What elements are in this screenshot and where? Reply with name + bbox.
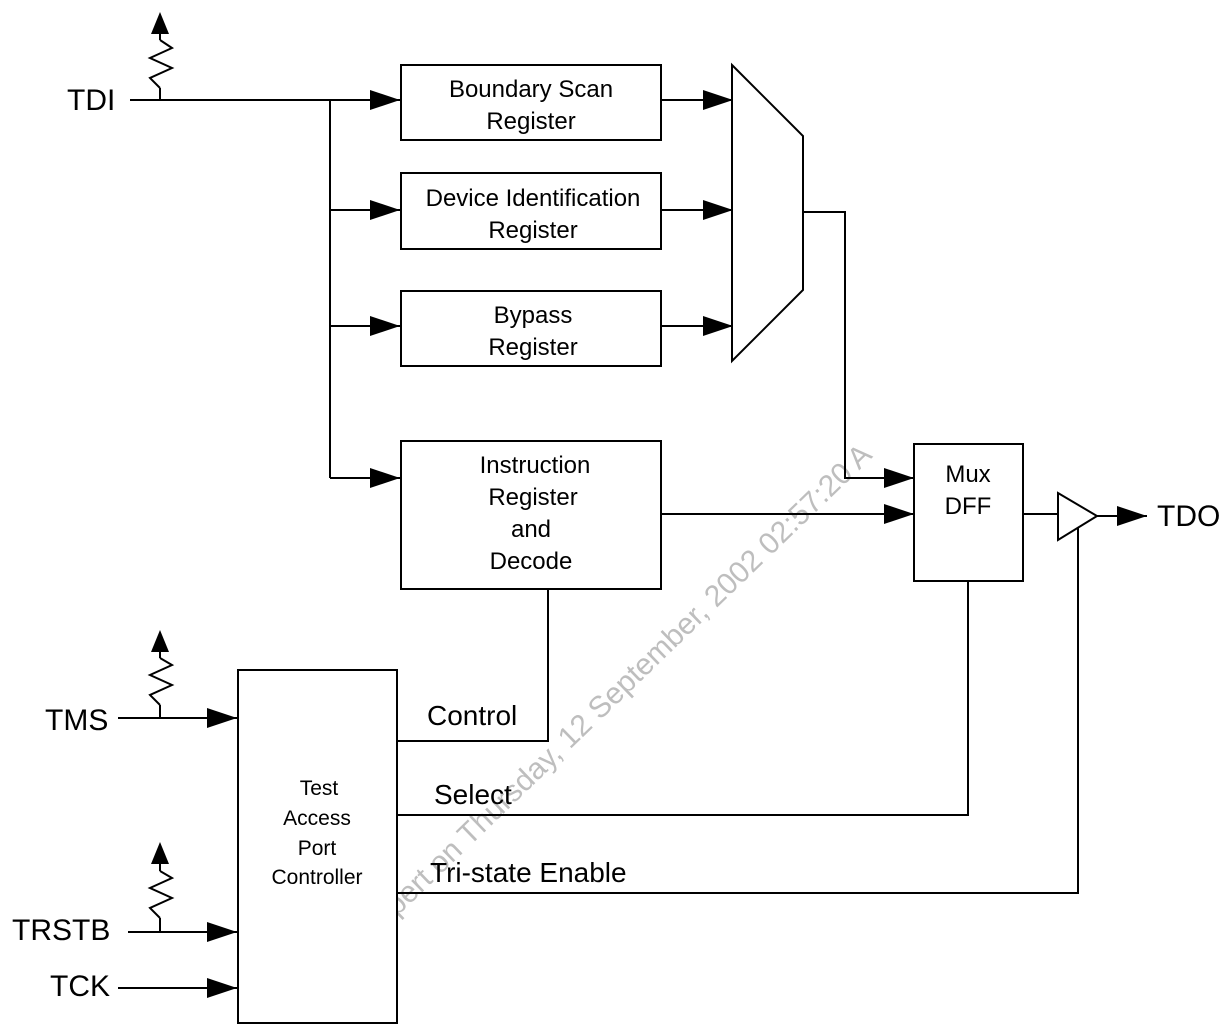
- boundary-scan-label-line2: Register: [486, 108, 575, 135]
- tristate-enable-label: Tri-state Enable: [430, 857, 627, 888]
- tap-controller: Test Access Port Controller: [237, 669, 398, 1024]
- mux-dff-label-line1: Mux: [945, 461, 990, 488]
- mux-dff: Mux DFF: [913, 443, 1024, 582]
- ir-label-line3: and: [511, 516, 551, 543]
- trstb-pullup-icon: [147, 842, 175, 932]
- ir-label-line4: Decode: [490, 548, 573, 575]
- tap-label-line2: Access: [283, 807, 351, 830]
- device-id-label-line2: Register: [488, 217, 577, 244]
- select-label: Select: [434, 779, 512, 810]
- bypass-label-line2: Register: [488, 334, 577, 361]
- mux-to-dff-wire: [803, 211, 914, 488]
- boundary-scan-label-line1: Boundary Scan: [449, 76, 613, 103]
- bypass-register: Bypass Register: [400, 290, 662, 367]
- bypass-label-line1: Bypass: [494, 302, 573, 329]
- ir-label-line1: Instruction: [480, 452, 591, 479]
- tristate-enable-wire: [397, 528, 1079, 894]
- device-id-label-line1: Device Identification: [426, 185, 641, 212]
- ir-label-line2: Register: [488, 484, 577, 511]
- trstb-label: TRSTB: [12, 914, 110, 947]
- tms-label: TMS: [45, 704, 108, 737]
- tdi-pullup-icon: [147, 12, 175, 100]
- tck-label: TCK: [50, 970, 110, 1003]
- control-label: Control: [427, 700, 517, 731]
- control-wire: [397, 589, 549, 742]
- device-identification-register: Device Identification Register: [400, 172, 662, 250]
- instruction-register: Instruction Register and Decode: [400, 440, 662, 590]
- tap-label-line3: Port: [298, 837, 337, 860]
- mux-dff-label-line2: DFF: [945, 493, 992, 520]
- boundary-scan-register: Boundary Scan Register: [400, 64, 662, 141]
- select-wire: [397, 581, 969, 816]
- tap-label-line1: Test: [300, 777, 339, 800]
- tdo-label: TDO: [1157, 500, 1220, 533]
- data-register-mux: [731, 62, 804, 364]
- tdi-label: TDI: [67, 84, 115, 117]
- tap-label-line4: Controller: [271, 866, 362, 889]
- tms-pullup-icon: [147, 630, 175, 718]
